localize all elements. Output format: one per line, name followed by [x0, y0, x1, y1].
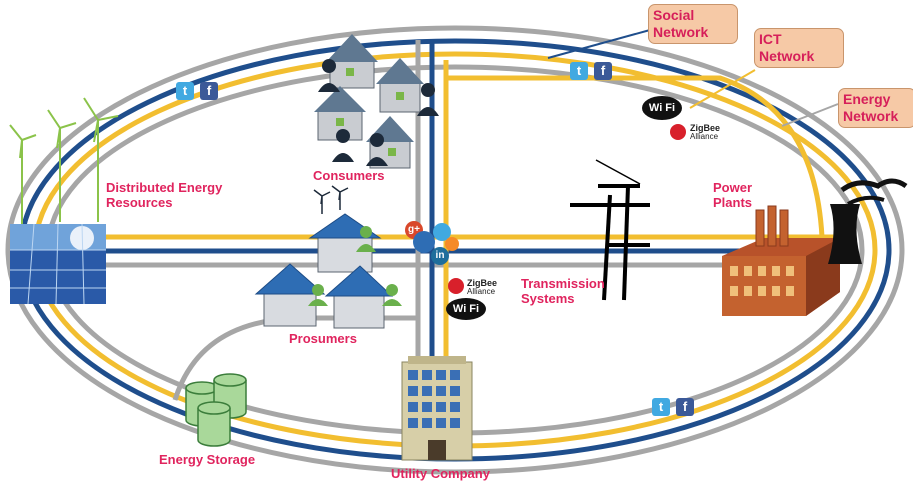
- power-plant-icon: [722, 178, 908, 316]
- cooling-tower-icon: [828, 178, 908, 264]
- social-callout-leader: [547, 29, 651, 59]
- zigbee-logo-icon: [670, 124, 686, 140]
- transmission-systems-label: Transmission Systems: [521, 276, 605, 306]
- utility-building-icon: [401, 356, 473, 461]
- social-network-callout: Social Network: [648, 4, 738, 44]
- distributed-energy-resources-label: Distributed Energy Resources: [106, 180, 223, 210]
- energy-network-outer-ring: [5, 25, 905, 475]
- prosumer-houses-icon: [254, 185, 402, 329]
- power-plants-label: Power Plants: [713, 180, 753, 210]
- prosumers-label: Prosumers: [289, 331, 357, 346]
- energy-storage-label: Energy Storage: [159, 452, 256, 467]
- energy-storage-icon: [185, 373, 247, 447]
- energy-callout-leader: [781, 103, 839, 127]
- solar-panel-icon: [10, 223, 106, 305]
- social-media-cluster-icon: [405, 221, 459, 265]
- ict-network-callout: ICT Network: [754, 28, 844, 68]
- linkedin-icon: in: [435, 250, 445, 261]
- transmission-tower-icon: [570, 159, 650, 301]
- wifi-icon: Wi Fi: [642, 96, 682, 120]
- consumers-label: Consumers: [313, 168, 385, 183]
- wind-turbine-icon: [9, 97, 119, 225]
- zigbee-logo-icon: [448, 278, 464, 294]
- wifi-icon: Wi Fi: [446, 298, 486, 320]
- facebook-icon: f: [200, 82, 218, 100]
- facebook-icon: f: [594, 62, 612, 80]
- google-plus-icon: g+: [408, 224, 420, 235]
- ict-callout-leader: [689, 69, 756, 109]
- facebook-icon: f: [676, 398, 694, 416]
- utility-company-label: Utility Company: [391, 466, 490, 481]
- energy-network-callout: Energy Network: [838, 88, 913, 128]
- twitter-icon: t: [570, 62, 588, 80]
- ict-top-link: [446, 75, 825, 238]
- consumer-houses-icon: [314, 34, 439, 169]
- twitter-icon: t: [652, 398, 670, 416]
- twitter-icon: t: [176, 82, 194, 100]
